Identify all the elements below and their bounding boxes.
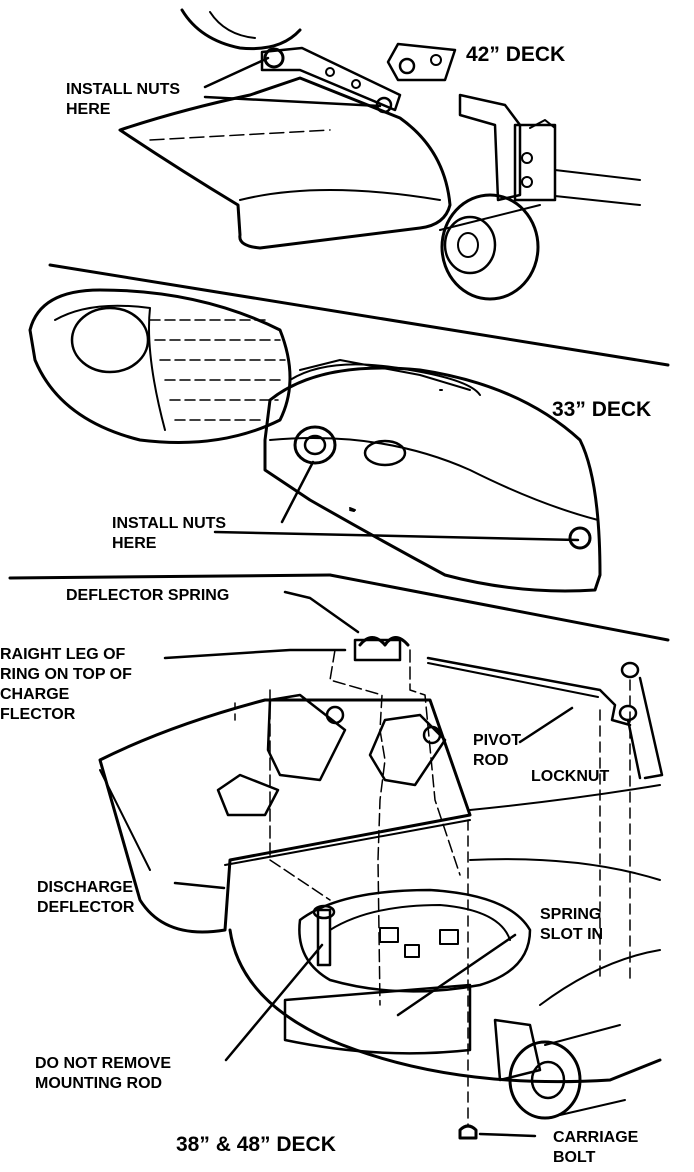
locknut-label: LOCKNUT [531,768,610,785]
panel-divider-1 [48,263,670,367]
deck-42-title: 42” DECK [466,43,566,66]
panel-divider-2b [328,573,670,642]
deck-33-illustration [28,288,602,593]
specks [349,389,443,512]
install-nuts-callout-42: INSTALL NUTS HERE [66,81,181,118]
mounting-rod-note: DO NOT REMOVE MOUNTING ROD [35,1055,172,1092]
deflector-spring-label: DEFLECTOR SPRING [66,587,230,604]
deck-33-title: 33” DECK [552,398,652,421]
install-nuts-callout-33: INSTALL NUTS HERE [112,515,227,552]
spring-leg-note: RAIGHT LEG OF RING ON TOP OF CHARGE FLEC… [0,646,132,723]
deck-38-48-illustration [98,636,662,1140]
leader-lines [163,56,664,1138]
deck-38-48-title: 38” & 48” DECK [176,1133,336,1156]
carriage-bolt-label: CARRIAGE BOLT [553,1129,639,1166]
discharge-deflector-label: DISCHARGE DEFLECTOR [37,879,135,916]
panel-divider-2 [8,573,332,580]
deck-42-illustration [118,8,641,301]
pivot-rod-label: PIVOT ROD [473,732,522,769]
spring-slot-label: SPRING SLOT IN [540,906,604,943]
